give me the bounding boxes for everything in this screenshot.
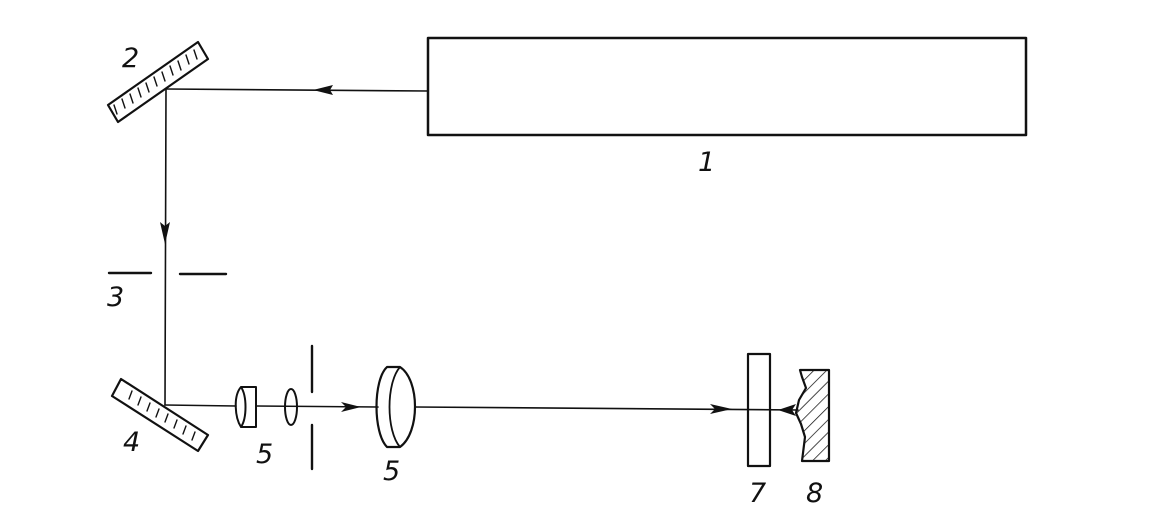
plate	[746, 352, 772, 468]
telescope	[234, 344, 314, 471]
aperture	[107, 271, 228, 276]
focusing-lens	[375, 365, 416, 449]
beam-horizontal-top	[165, 85, 429, 95]
laser	[426, 36, 1028, 137]
label-laser: 1	[698, 147, 715, 178]
beam-arrow-down	[160, 222, 170, 244]
beam-arrow-left	[313, 85, 333, 95]
reflection-arrow	[778, 404, 796, 416]
label-mirror-top: 2	[122, 43, 139, 74]
beam-horizontal-bottom	[164, 402, 799, 414]
beam-arrow-right-1	[341, 402, 361, 412]
telescope-lens-1	[234, 386, 257, 428]
label-telescope: 5	[256, 439, 273, 470]
mirror-bottom	[110, 377, 210, 453]
label-plate: 7	[749, 478, 766, 509]
label-lens: 5	[383, 456, 400, 487]
label-target: 8	[806, 478, 823, 509]
beam-vertical	[160, 88, 170, 406]
label-aperture: 3	[107, 282, 124, 313]
mirror-top	[106, 40, 210, 124]
beam-arrow-right-2	[710, 404, 732, 414]
telescope-lens-2	[284, 388, 298, 426]
target	[778, 368, 831, 463]
label-mirror-bottom: 4	[123, 427, 140, 458]
